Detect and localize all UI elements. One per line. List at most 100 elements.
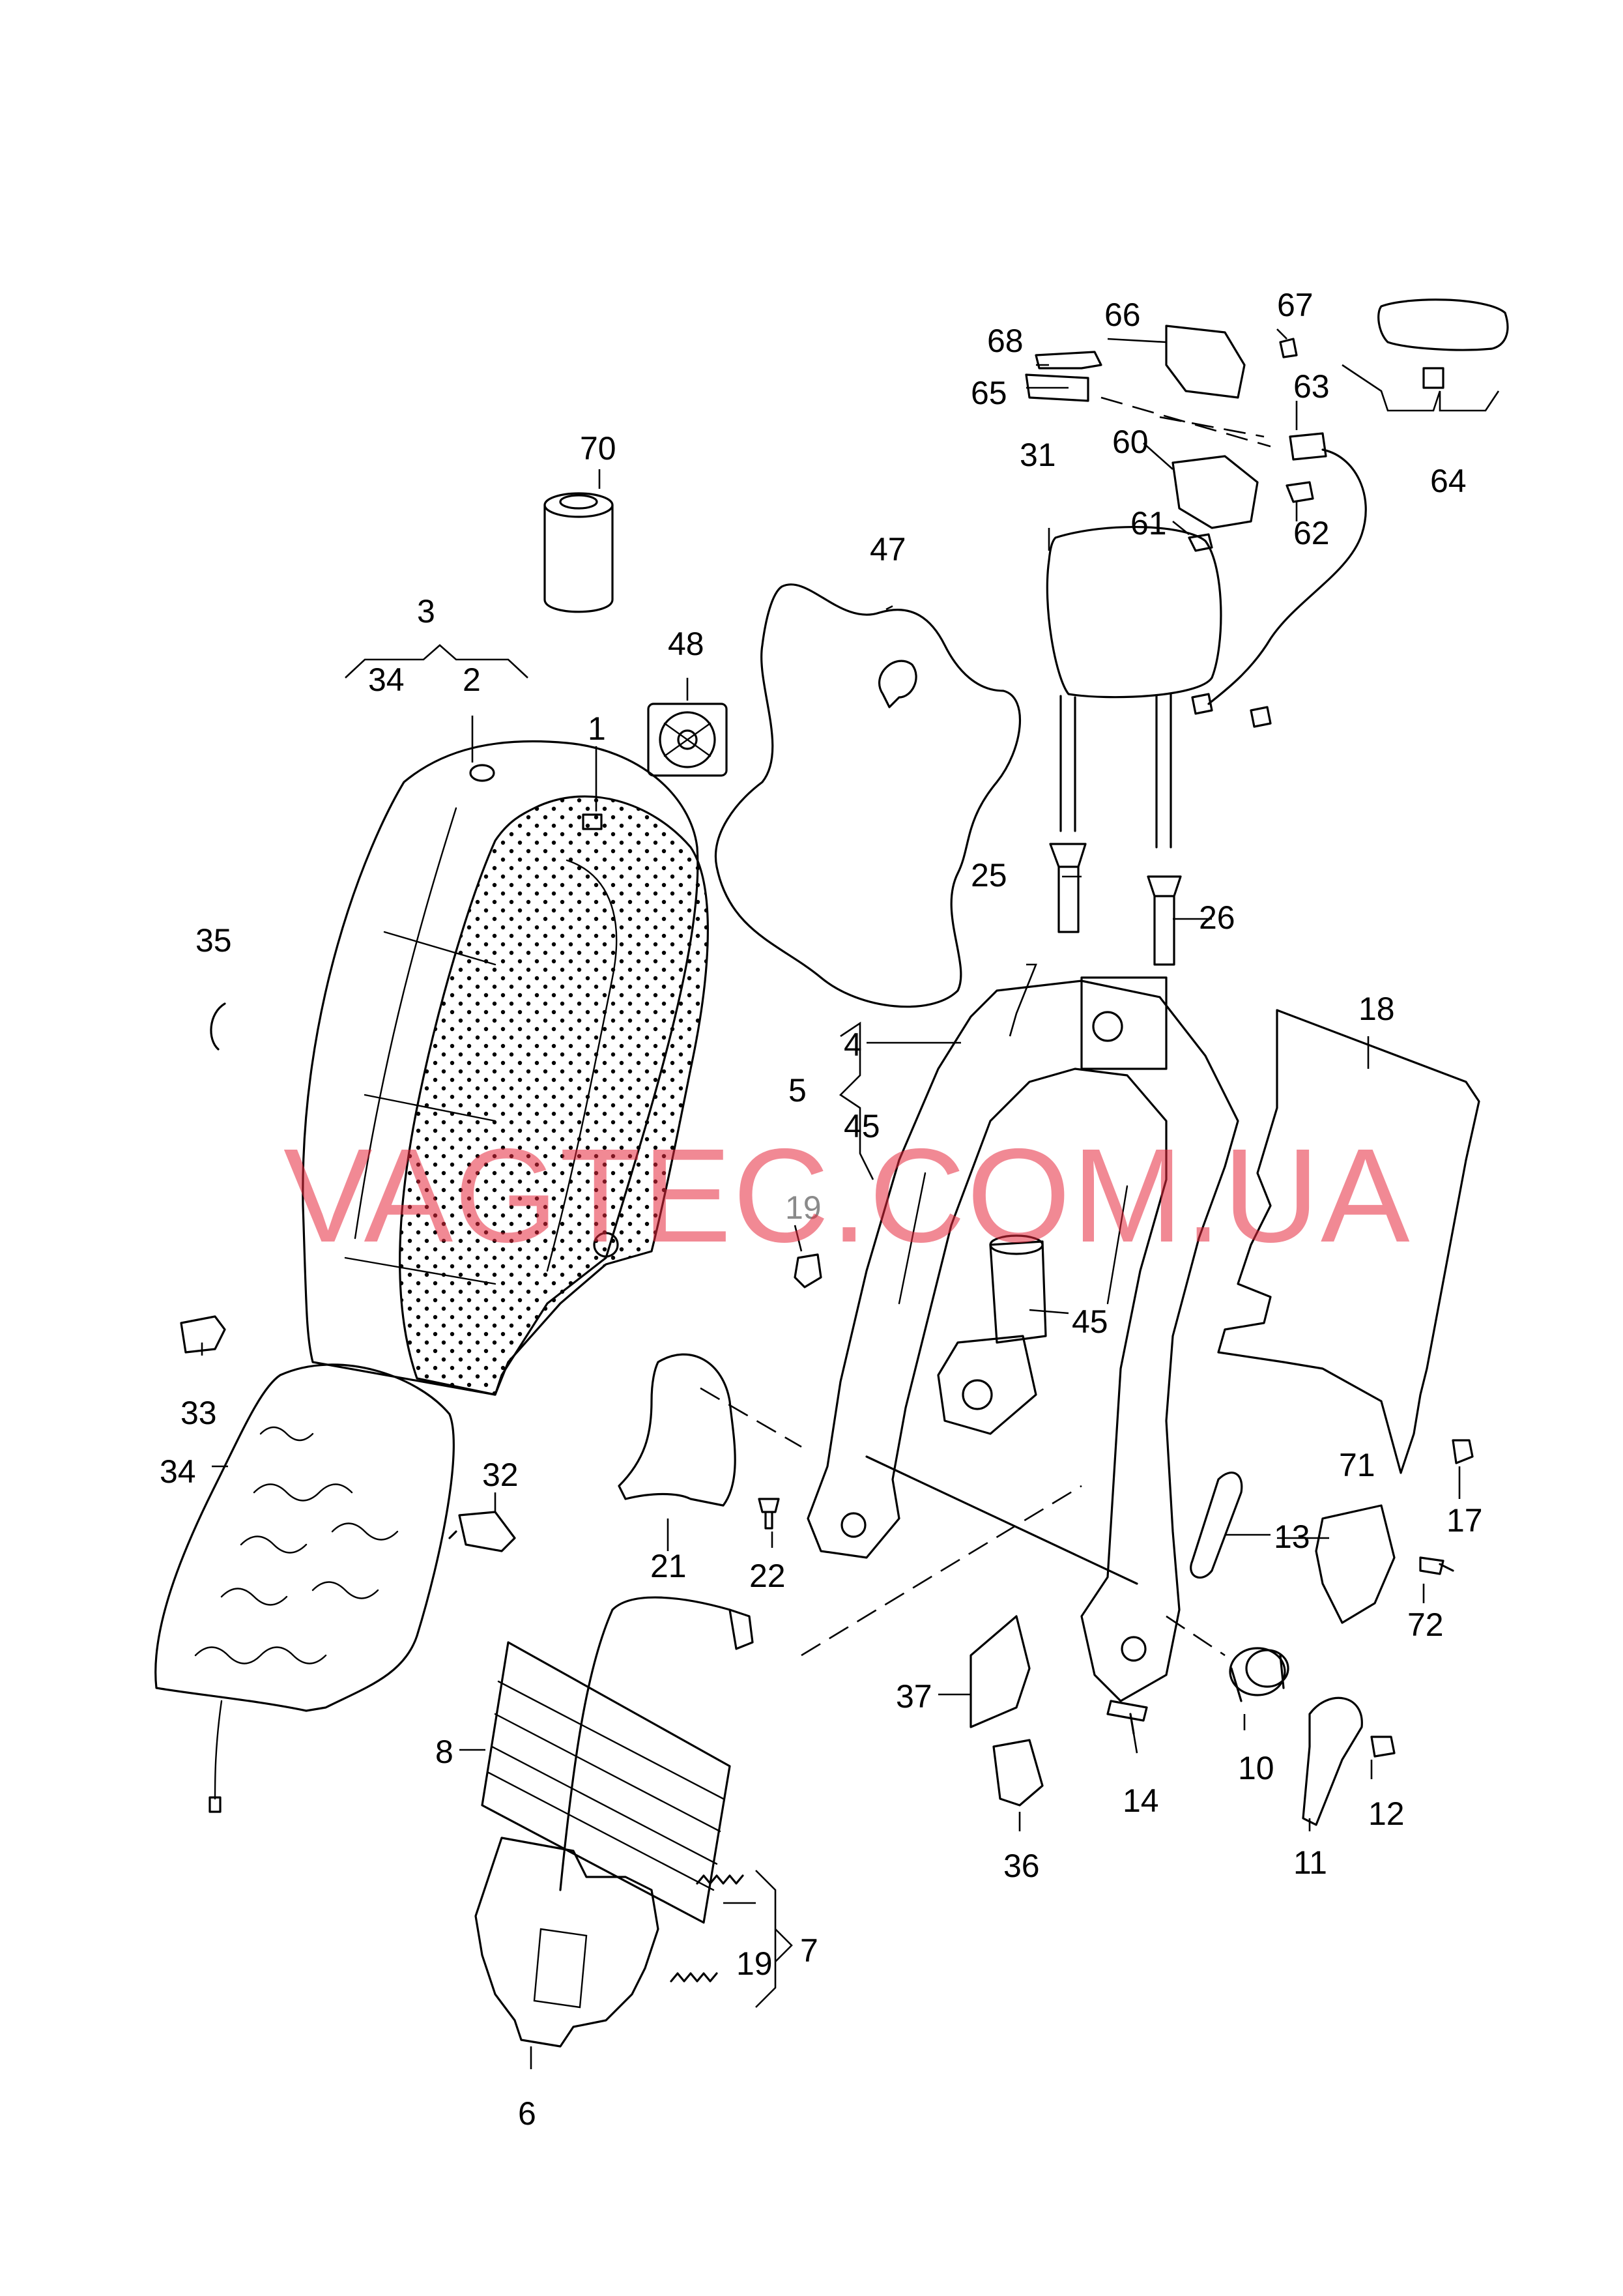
cable-harness	[1207, 448, 1367, 705]
lumbar-support-frame	[481, 1596, 754, 1924]
insulation-hole	[878, 660, 917, 708]
heating-mat	[154, 1363, 455, 1813]
bolt-14	[1106, 1700, 1148, 1735]
label-34-b: 34	[160, 1453, 196, 1490]
mechanism-71	[1315, 1504, 1396, 1624]
label-25: 25	[971, 857, 1007, 894]
label-13: 13	[1274, 1519, 1310, 1555]
label-18: 18	[1358, 991, 1395, 1027]
label-61: 61	[1130, 505, 1167, 542]
padding-clip	[582, 813, 603, 830]
clip-33	[180, 1315, 226, 1354]
cap-12	[1370, 1736, 1396, 1758]
trim-37	[969, 1615, 1031, 1728]
spring-lower	[670, 1972, 718, 1983]
label-45-b: 45	[1072, 1303, 1108, 1340]
insulation-panel	[714, 583, 1022, 1008]
label-65: 65	[971, 375, 1007, 411]
label-63: 63	[1293, 368, 1330, 405]
trim-36	[992, 1739, 1044, 1807]
leader-lines	[201, 328, 1500, 2069]
label-36: 36	[1003, 1848, 1040, 1884]
assembly-line	[1100, 396, 1271, 448]
label-45-a: 45	[844, 1108, 880, 1144]
bracket-66	[1165, 325, 1246, 399]
label-68: 68	[987, 323, 1024, 359]
label-19-a: 19	[785, 1189, 822, 1226]
label-34-a: 34	[368, 661, 405, 698]
label-17: 17	[1446, 1502, 1483, 1539]
screw-61	[1188, 533, 1213, 552]
headrest	[1046, 525, 1222, 849]
back-panel	[1217, 1009, 1480, 1474]
headrest-guide-25	[1049, 843, 1087, 933]
label-5: 5	[788, 1072, 807, 1109]
label-21: 21	[650, 1548, 687, 1584]
connector-63	[1289, 432, 1327, 461]
side-trim-21	[618, 1353, 736, 1507]
connector-65	[1025, 373, 1089, 402]
label-3: 3	[417, 593, 435, 630]
label-35: 35	[195, 922, 232, 959]
label-12: 12	[1368, 1795, 1405, 1832]
label-71: 71	[1339, 1447, 1375, 1483]
adhesive-can	[543, 492, 614, 613]
label-33: 33	[180, 1395, 217, 1431]
connector-68	[1035, 351, 1102, 370]
label-64: 64	[1430, 463, 1467, 499]
label-6: 6	[518, 2095, 536, 2132]
part-labels: 1 2 3 34 34 35 33 32 70 48 47 31 25 26 4…	[160, 287, 1483, 2132]
label-62: 62	[1293, 515, 1330, 551]
clip-17	[1452, 1439, 1474, 1464]
assembly-line	[1166, 1615, 1226, 1657]
sensor-64	[1377, 298, 1509, 389]
clip-19	[794, 1253, 822, 1288]
lever-11	[1302, 1696, 1363, 1826]
headrest-electrics	[1025, 325, 1367, 728]
label-31: 31	[1020, 437, 1056, 473]
headrest-guide-26	[1147, 875, 1182, 966]
backrest-frame	[807, 976, 1239, 1702]
label-10: 10	[1238, 1750, 1274, 1786]
knob-10	[1229, 1647, 1289, 1702]
screw-22	[758, 1498, 780, 1530]
label-14: 14	[1123, 1782, 1159, 1819]
recliner-motor	[937, 1234, 1047, 1435]
assembly-line	[801, 1485, 1082, 1657]
assembly-line	[1159, 416, 1265, 438]
label-67: 67	[1277, 287, 1314, 323]
fan-unit	[647, 703, 728, 777]
clip-35	[210, 1002, 226, 1051]
label-11: 11	[1293, 1844, 1327, 1881]
label-4: 4	[844, 1026, 862, 1063]
watermark: VAGTEC.COM.UA	[283, 1121, 1411, 1270]
label-19-b: 19	[736, 1945, 773, 1982]
label-48: 48	[668, 626, 704, 662]
module-60	[1171, 455, 1259, 529]
label-72: 72	[1407, 1606, 1444, 1643]
spring-upper	[696, 1874, 744, 1885]
label-47: 47	[870, 531, 906, 568]
label-2: 2	[463, 661, 481, 698]
padding-hole	[593, 1232, 619, 1258]
label-26: 26	[1199, 899, 1235, 936]
label-22: 22	[749, 1558, 786, 1594]
lumbar-plate	[474, 1837, 659, 2048]
label-37: 37	[896, 1678, 932, 1715]
backrest-padding	[399, 795, 709, 1396]
label-7: 7	[800, 1932, 818, 1969]
connector-32	[448, 1511, 516, 1552]
clip-67	[1279, 338, 1298, 358]
padding-seam	[546, 859, 618, 1272]
label-60: 60	[1112, 424, 1149, 460]
handle-13	[1190, 1472, 1243, 1579]
label-1: 1	[588, 710, 606, 747]
assembly-line	[700, 1387, 802, 1448]
label-8: 8	[435, 1734, 453, 1770]
label-70: 70	[580, 430, 616, 467]
screw-62	[1285, 481, 1314, 503]
label-66: 66	[1104, 297, 1141, 333]
screw-72	[1419, 1556, 1454, 1575]
label-32: 32	[482, 1457, 519, 1493]
